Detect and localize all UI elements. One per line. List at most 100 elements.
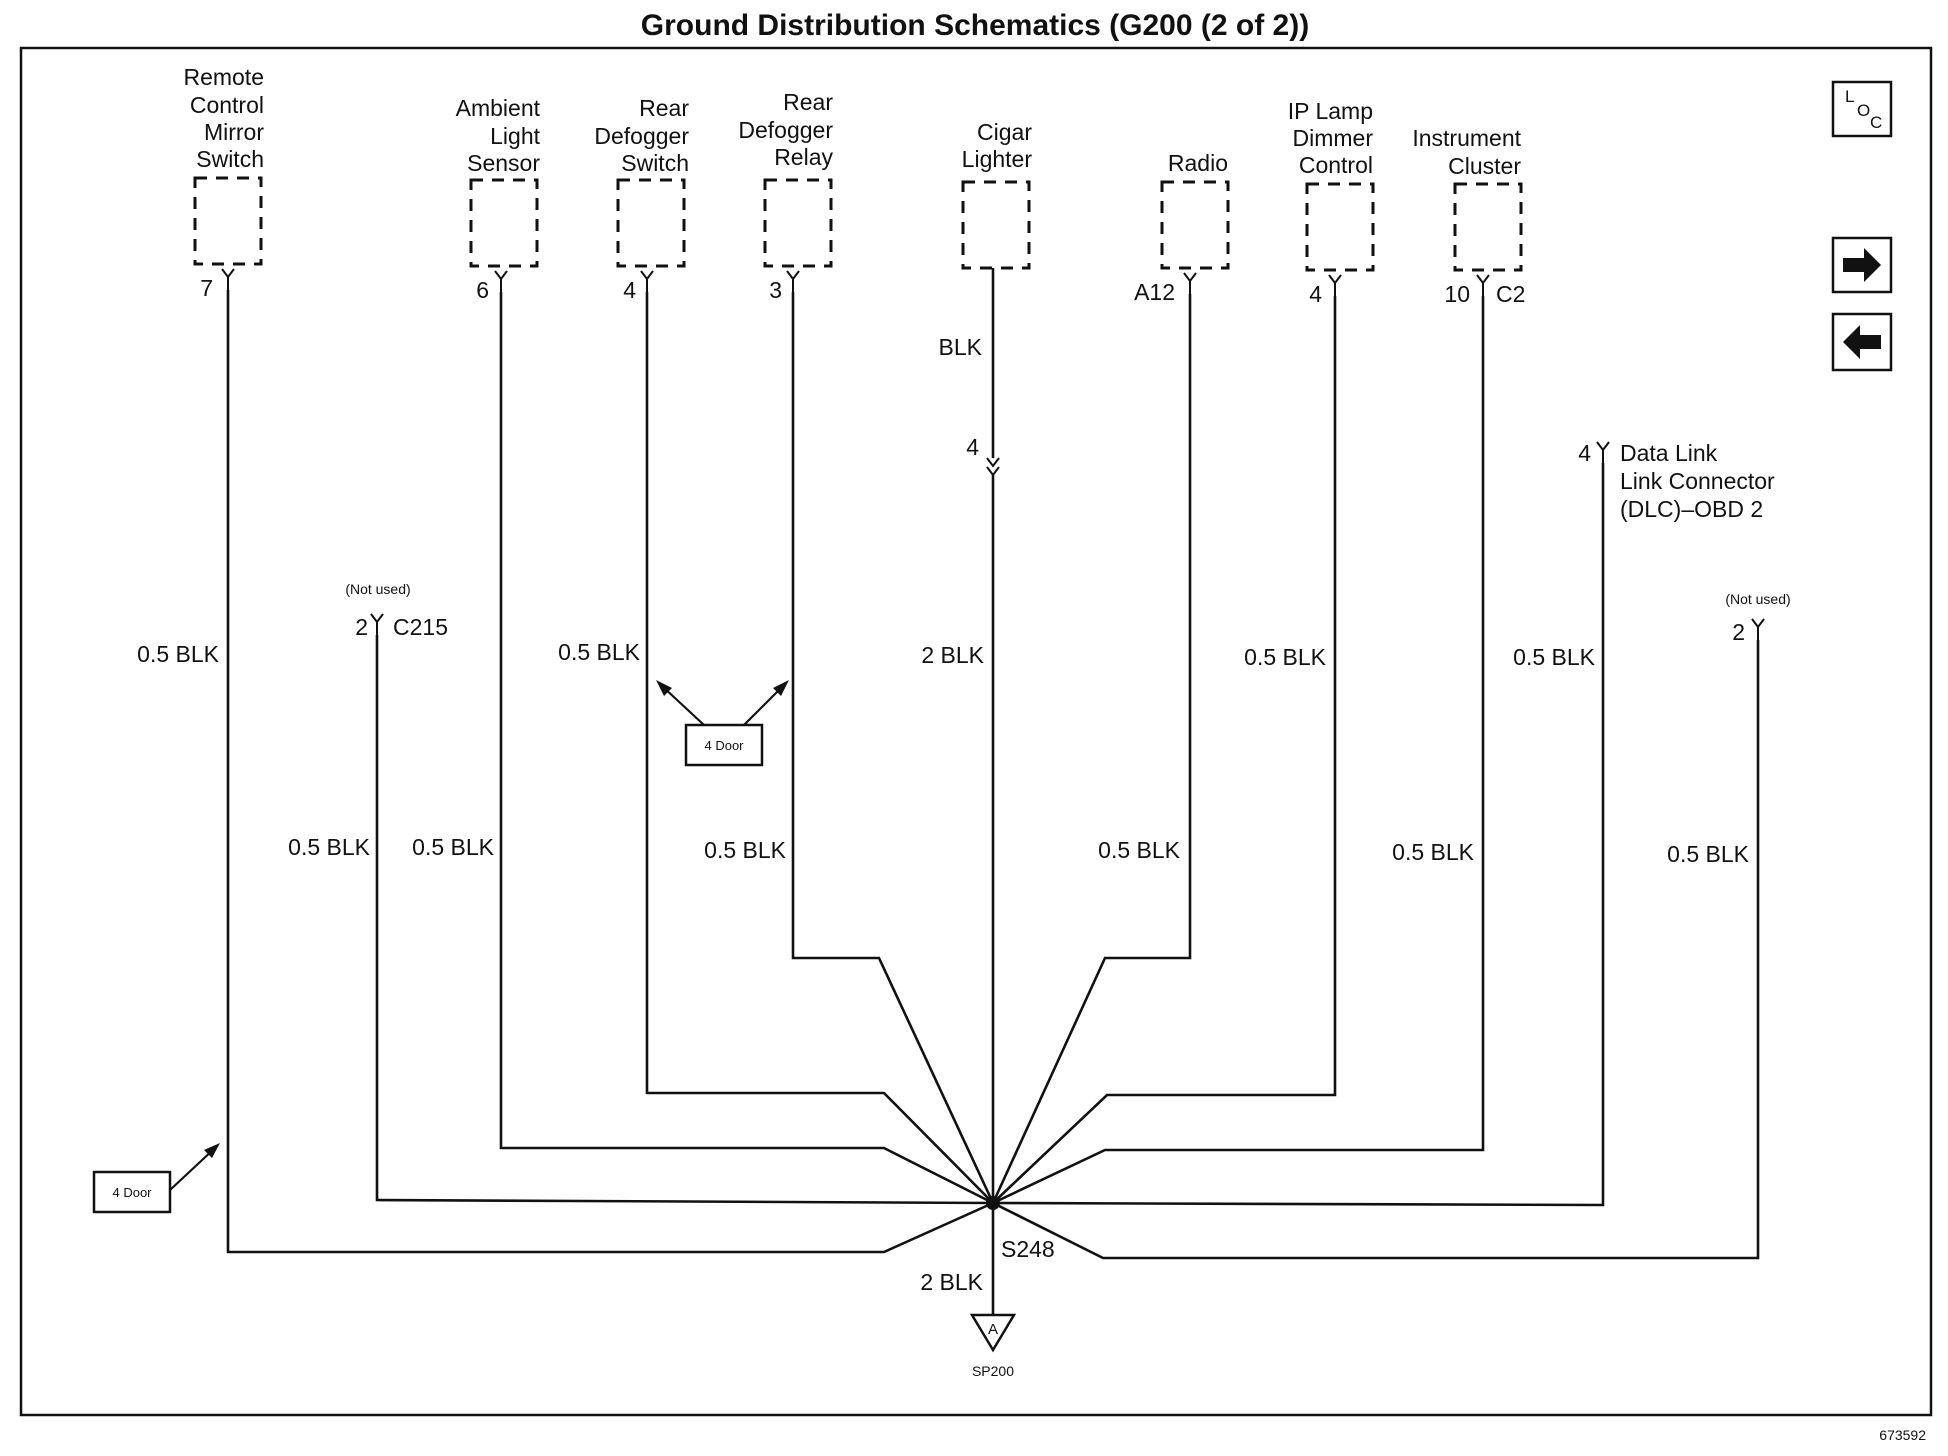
wire-label: 0.5 BLK (704, 837, 786, 863)
label-line: Switch (621, 150, 689, 176)
inline-connector-icon (986, 457, 1000, 477)
label-line: Mirror (204, 119, 264, 145)
label-line: Ambient (456, 95, 541, 121)
wire-label: BLK (939, 334, 983, 360)
c215-pin: 2 (355, 614, 368, 640)
wire-label: 0.5 BLK (1098, 837, 1180, 863)
remote-mirror-switch-box (193, 176, 263, 266)
wire (992, 463, 1605, 1207)
ground-icon: A (969, 1313, 1017, 1353)
wire (375, 635, 994, 1205)
right-unused-pin: 2 (1732, 619, 1745, 645)
wire (645, 292, 994, 1204)
pin-number: 3 (769, 277, 782, 303)
pin-fork-icon (640, 270, 654, 292)
four-door-label: 4 Door (112, 1185, 152, 1200)
wire (992, 296, 1337, 1204)
wire (791, 292, 995, 1204)
label-line: Relay (774, 144, 833, 170)
radio-box (1160, 180, 1230, 270)
four-door-label: 4 Door (704, 738, 744, 753)
label-line: Defogger (594, 123, 689, 149)
wire-label: 2 BLK (920, 1269, 983, 1295)
left-arrow-icon (1843, 325, 1881, 359)
pin-number: 4 (623, 277, 636, 303)
pin-number: 4 (1309, 281, 1322, 307)
radio-label: Radio (1168, 150, 1228, 176)
ambient-light-sensor-box (469, 178, 539, 268)
label-line: Remote (183, 64, 264, 90)
wire-label: 0.5 BLK (412, 834, 494, 860)
label-line: Link Connector (1620, 468, 1775, 494)
arrowhead-icon (773, 680, 789, 696)
remote-mirror-switch-label: Remote Control Mirror Switch (183, 64, 264, 172)
wire-label: 0.5 BLK (137, 641, 219, 667)
not-used-note: (Not used) (345, 581, 410, 597)
label-line: Control (190, 92, 264, 118)
connector-label: C2 (1496, 281, 1525, 307)
c215-connector-label: C215 (393, 614, 448, 640)
loc-o-text: O (1857, 101, 1870, 120)
rear-defogger-relay-box (763, 178, 833, 268)
pin-number: 6 (476, 277, 489, 303)
dlc-label: Data Link Link Connector (DLC)–OBD 2 (1620, 440, 1775, 522)
wire-label: 0.5 BLK (1513, 644, 1595, 670)
ip-lamp-dimmer-label: IP Lamp Dimmer Control (1288, 98, 1374, 178)
pin-number: 7 (200, 275, 213, 301)
loc-l-text: L (1845, 87, 1854, 106)
pin-fork-icon (1751, 618, 1765, 640)
loc-c-text: C (1870, 113, 1882, 132)
pin-number: A12 (1134, 279, 1175, 305)
label-line: Switch (196, 146, 264, 172)
pin-symbols (221, 268, 1765, 640)
pin-fork-icon (370, 613, 384, 635)
pin-fork-icon (221, 268, 235, 290)
wire (992, 296, 1485, 1205)
diagram-frame (19, 46, 1933, 1417)
back-arrow-button[interactable] (1831, 312, 1893, 372)
cigar-lighter-box (961, 180, 1031, 270)
arrowhead-icon (656, 680, 672, 696)
pin-fork-icon (1476, 274, 1490, 296)
label-line: Dimmer (1293, 125, 1374, 151)
wire-label: 0.5 BLK (288, 834, 370, 860)
wire (499, 292, 994, 1205)
four-door-callout-left: 4 Door (92, 1143, 220, 1214)
wire (992, 640, 1760, 1260)
label-line: Light (490, 123, 540, 149)
label-line: Radio (1168, 150, 1228, 176)
wire-label: 0.5 BLK (1244, 644, 1326, 670)
dlc-pin: 4 (1578, 440, 1591, 466)
ground-name: SP200 (972, 1363, 1014, 1379)
instrument-cluster-label: Instrument Cluster (1412, 125, 1521, 179)
forward-arrow-button[interactable] (1831, 236, 1893, 294)
location-button[interactable]: L O C (1831, 80, 1893, 138)
rear-defogger-switch-label: Rear Defogger Switch (594, 95, 689, 176)
ground-symbol-letter: A (988, 1321, 998, 1338)
splice-name: S248 (1001, 1236, 1055, 1262)
rear-defogger-switch-box (616, 178, 686, 268)
label-line: Cluster (1448, 153, 1521, 179)
four-door-callout-mid: 4 Door (656, 680, 789, 767)
figure-number: 673592 (1879, 1427, 1926, 1443)
ground-wires (226, 268, 1760, 1315)
label-line: Data Link (1620, 440, 1718, 466)
ambient-light-sensor-label: Ambient Light Sensor (456, 95, 541, 176)
arrowhead-icon (204, 1143, 220, 1158)
label-line: Cigar (977, 119, 1032, 145)
label-line: (DLC)–OBD 2 (1620, 496, 1763, 522)
wire (226, 290, 994, 1254)
cigar-lighter-label: Cigar Lighter (962, 119, 1033, 172)
pin-fork-icon (1183, 272, 1197, 294)
splice-dot (986, 1196, 1000, 1210)
pin-fork-icon (786, 270, 800, 292)
rear-defogger-relay-label: Rear Defogger Relay (738, 89, 833, 170)
label-line: Control (1299, 152, 1373, 178)
label-line: Defogger (738, 117, 833, 143)
ip-lamp-dimmer-box (1305, 182, 1375, 272)
wire-label: 0.5 BLK (1667, 841, 1749, 867)
not-used-note: (Not used) (1725, 591, 1790, 607)
wire (991, 294, 1192, 1204)
wire-label: 0.5 BLK (1392, 839, 1474, 865)
